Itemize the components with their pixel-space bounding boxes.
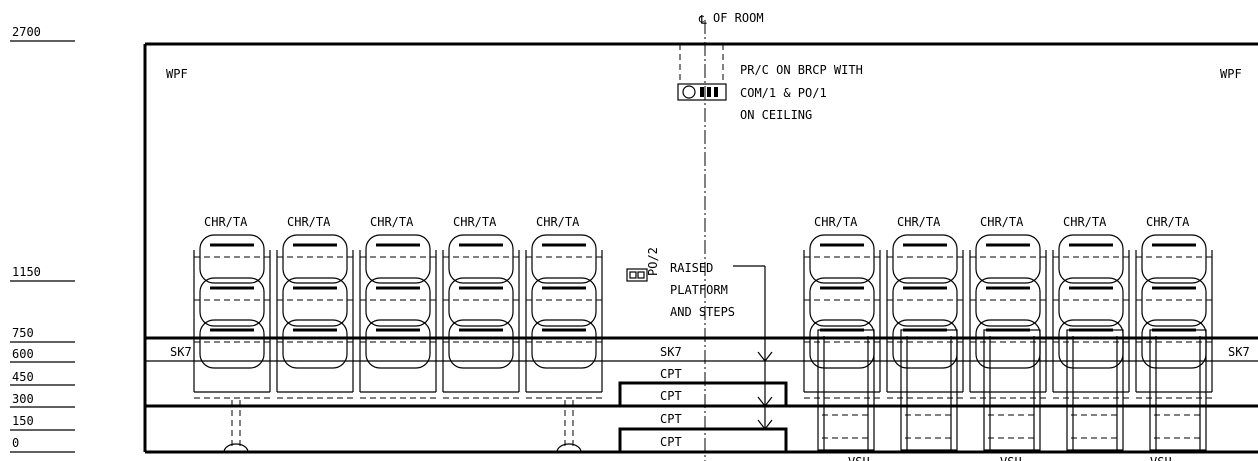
chair-stack: CHR/TA <box>1052 215 1130 451</box>
level-label: 600 <box>12 347 34 361</box>
chair-stack: CHR/TA <box>803 215 881 451</box>
level-label: 300 <box>12 392 34 406</box>
skirting-label: SK7 <box>660 345 682 359</box>
chair-label: CHR/TA <box>980 215 1024 229</box>
carpet-label: CPT <box>660 412 682 426</box>
skirting-label: SK7 <box>170 345 192 359</box>
platform-step-lower <box>618 427 788 454</box>
chair-leg <box>556 400 582 453</box>
platform-note-line: RAISED <box>670 261 713 275</box>
power-outlet-po2: PO/2 <box>626 247 660 282</box>
level-label: 0 <box>12 436 19 450</box>
level-label: 150 <box>12 414 34 428</box>
ceiling-projector <box>677 44 727 101</box>
chair-label: CHR/TA <box>897 215 941 229</box>
room-outline <box>143 42 1258 454</box>
room-centre-line: ℄ OF ROOM <box>698 11 764 461</box>
chair-stack: CHR/TA <box>1135 215 1213 451</box>
chair-label: CHR/TA <box>814 215 858 229</box>
room-centre-label: OF ROOM <box>713 11 764 25</box>
chair-stack: CHR/TA <box>276 215 354 399</box>
vsu-label: VSU <box>1150 455 1172 461</box>
chair-label: CHR/TA <box>1146 215 1190 229</box>
floor-bands <box>145 336 1258 454</box>
skirting-label: SK7 <box>1228 345 1250 359</box>
platform-note-line: PLATFORM <box>670 283 728 297</box>
level-label: 2700 <box>12 25 41 39</box>
level-label: 750 <box>12 326 34 340</box>
chair-label: CHR/TA <box>536 215 580 229</box>
chair-label: CHR/TA <box>370 215 414 229</box>
wall-label-left: WPF <box>166 67 188 81</box>
carpet-label: CPT <box>660 389 682 403</box>
chair-stack: CHR/TA <box>442 215 520 399</box>
vsu-label: VSU <box>848 455 870 461</box>
chair-label: CHR/TA <box>287 215 331 229</box>
ceiling-note-line: COM/1 & PO/1 <box>740 86 827 100</box>
ceiling-note-line: PR/C ON BRCP WITH <box>740 63 863 77</box>
vsu-label: VSU <box>1000 455 1022 461</box>
chair-stacks: CHR/TA CHR/TA CHR/TA CHR/TA CHR/TA CHR/TA CHR/… <box>193 215 1213 461</box>
platform-note-line: AND STEPS <box>670 305 735 319</box>
centreline-symbol: ℄ <box>698 13 707 27</box>
chair-label: CHR/TA <box>453 215 497 229</box>
ceiling-note-line: ON CEILING <box>740 108 812 122</box>
chair-stack: CHR/TA <box>359 215 437 399</box>
level-scale: 2700 1150 750 600 450 300 150 0 <box>10 25 75 453</box>
chair-stack: CHR/TA <box>886 215 964 451</box>
level-label: 1150 <box>12 265 41 279</box>
platform-step-upper <box>618 381 788 408</box>
carpet-label: CPT <box>660 367 682 381</box>
level-label: 450 <box>12 370 34 384</box>
chair-stack: CHR/TA <box>525 215 603 399</box>
platform-leader <box>733 265 773 430</box>
wall-label-right: WPF <box>1220 67 1242 81</box>
chair-leg <box>223 400 249 453</box>
chair-stack: CHR/TA <box>193 215 271 399</box>
chair-stack: CHR/TA <box>969 215 1047 451</box>
chair-label: CHR/TA <box>1063 215 1107 229</box>
power-outlet-label: PO/2 <box>646 247 660 276</box>
chair-label: CHR/TA <box>204 215 248 229</box>
carpet-label: CPT <box>660 435 682 449</box>
